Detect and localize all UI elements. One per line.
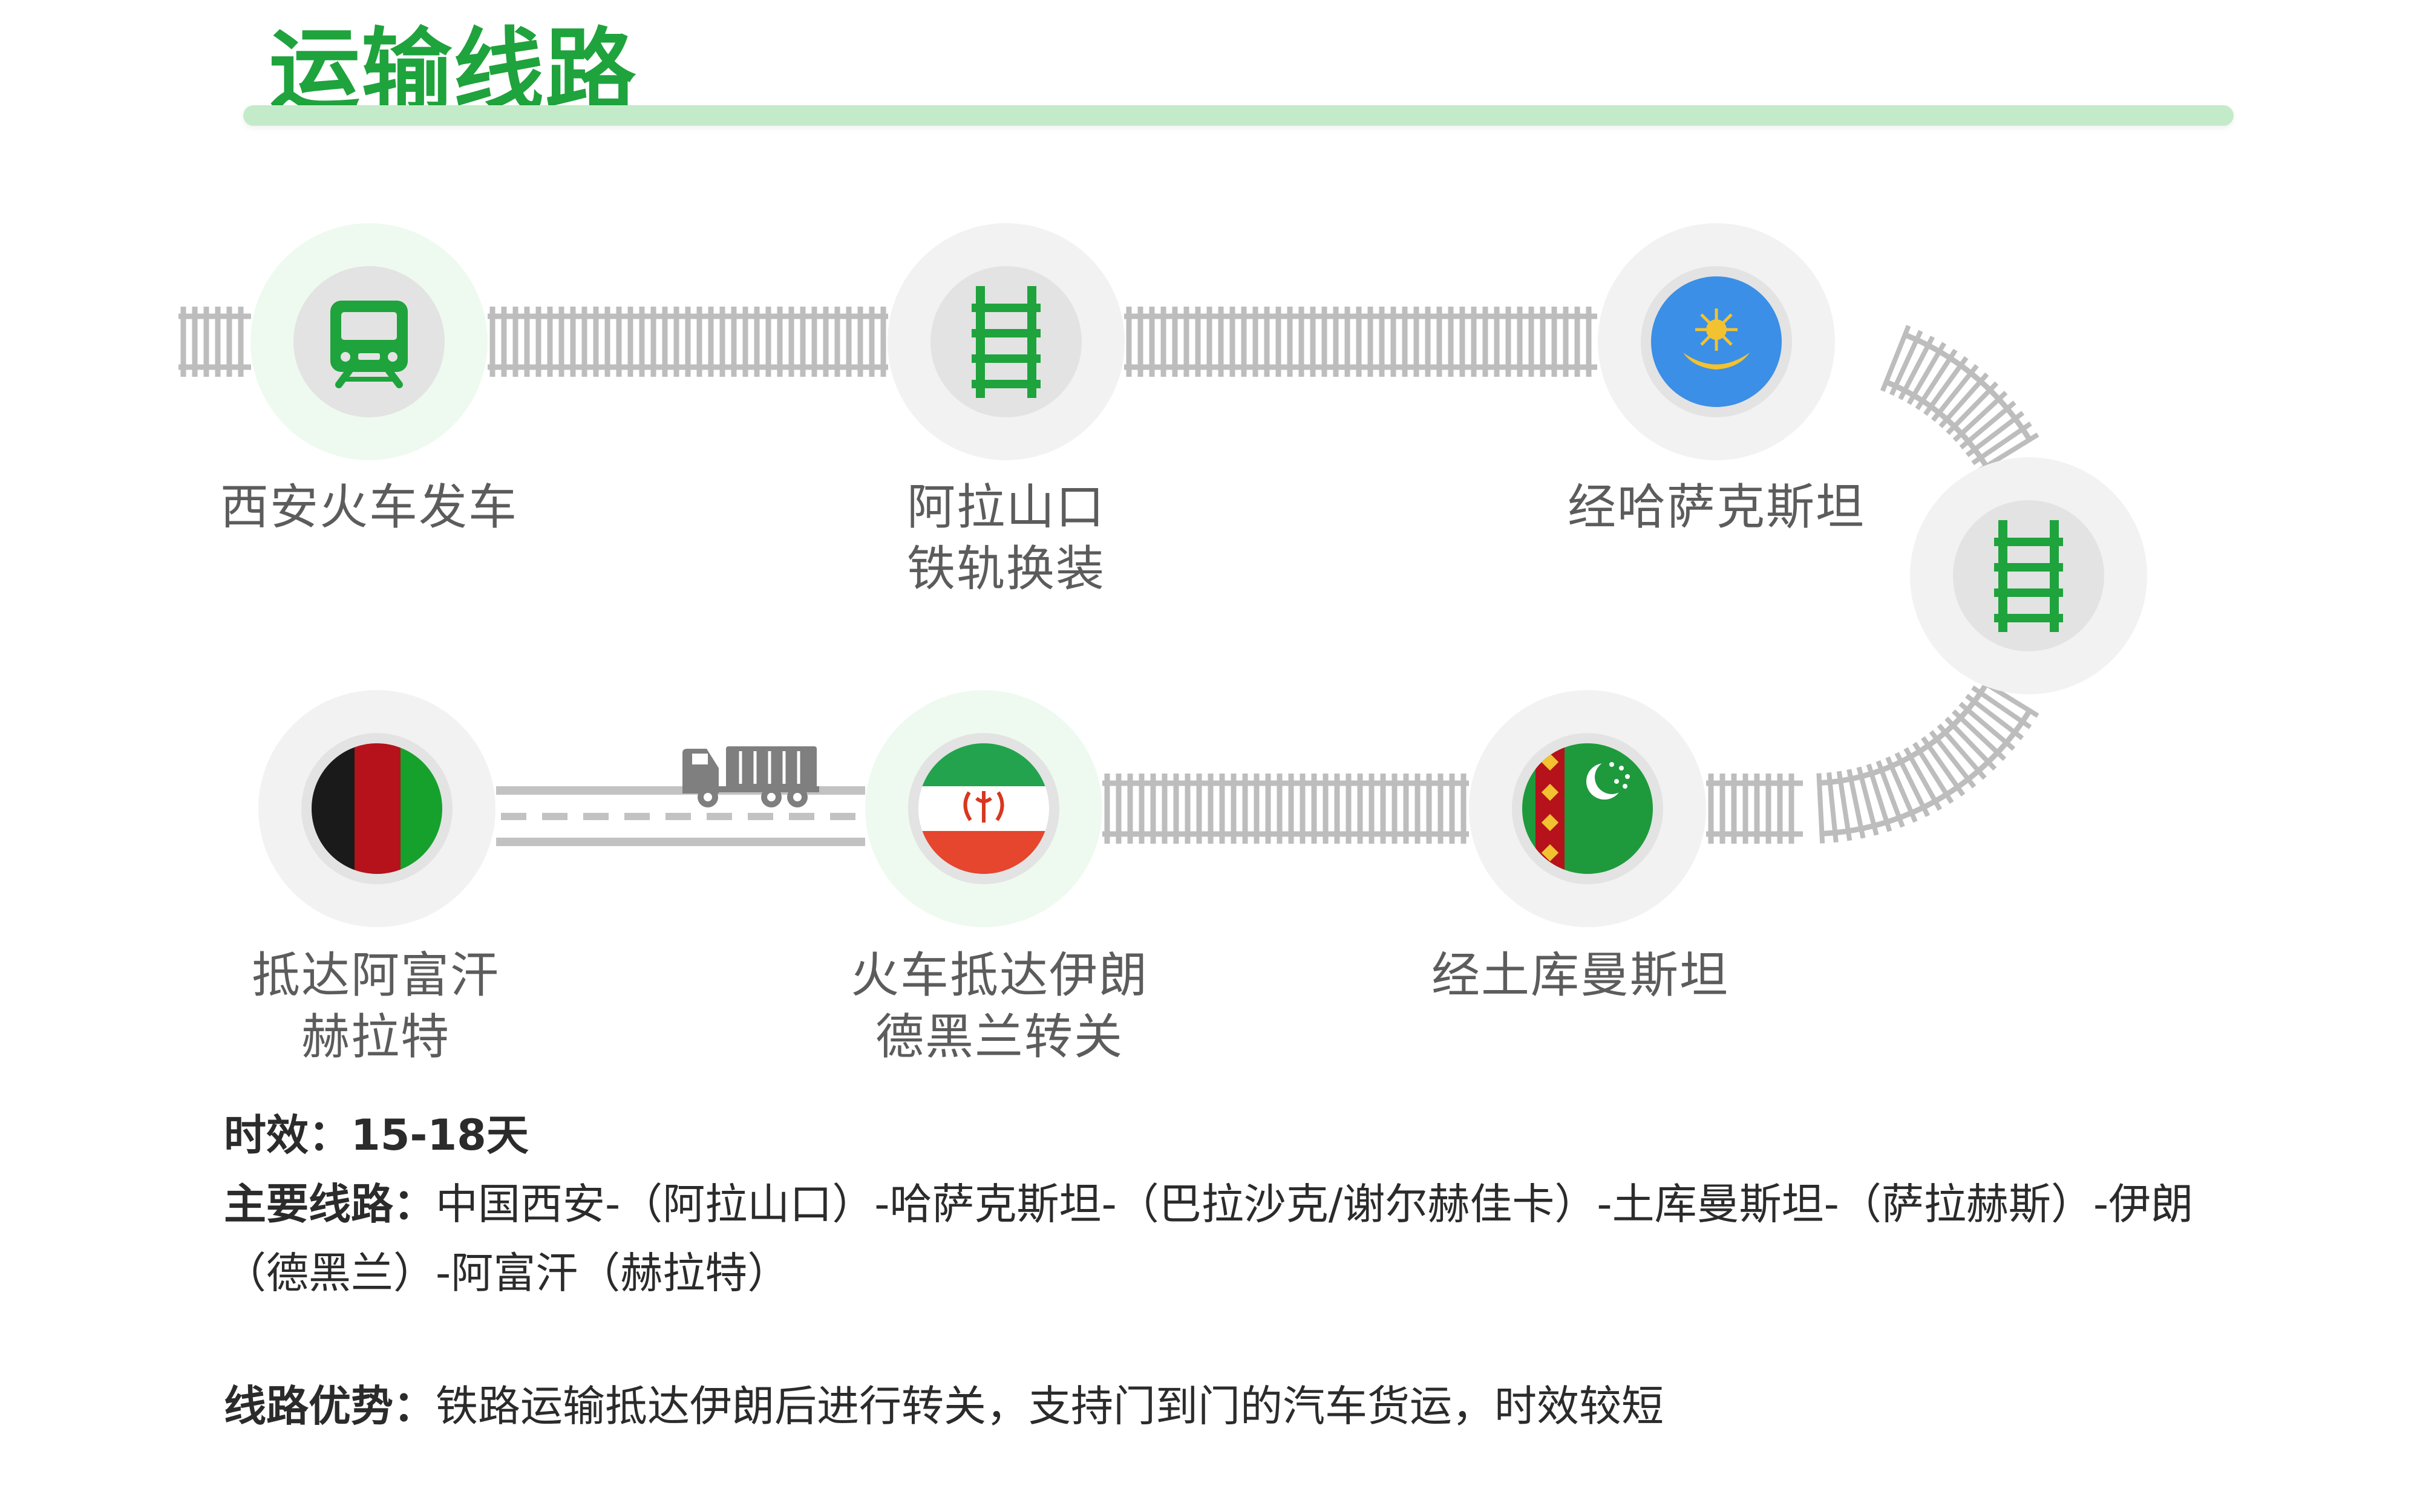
- rail-track-icon: [972, 286, 1041, 398]
- stop-node-turkmenistan: [1469, 690, 1706, 927]
- stop-node-iran: [865, 690, 1102, 927]
- stop-node-alashankou: [888, 223, 1125, 460]
- advantage-value: 铁路运输抵达伊朗后进行转关，支持门到门的汽车货运，时效较短: [436, 1381, 1664, 1431]
- stop-label-line: 铁轨换装: [907, 541, 1105, 597]
- stop-label-line: 经哈萨克斯坦: [1568, 479, 1865, 535]
- route-line: 主要线路：中国西安-（阿拉山口）-哈萨克斯坦-（巴拉沙克/谢尔赫佳卡）-土库曼斯…: [224, 1170, 2220, 1308]
- stop-node-afghanistan: [258, 690, 495, 927]
- afghanistan-flag-icon: [312, 743, 442, 874]
- train-icon: [330, 301, 408, 388]
- stop-label-line: 抵达阿富汗: [252, 947, 500, 1003]
- route-label: 主要线路：: [224, 1179, 436, 1229]
- stop-label-alashankou: 阿拉山口 铁轨换装: [758, 477, 1254, 600]
- stop-label-kazakhstan: 经哈萨克斯坦: [1468, 477, 1964, 538]
- stop-label-line: 德黑兰转关: [875, 1009, 1123, 1065]
- kazakhstan-flag-icon: [1651, 276, 1782, 407]
- timeliness-label: 时效：: [224, 1110, 351, 1160]
- stop-label-iran: 火车抵达伊朗 德黑兰转关: [751, 945, 1248, 1068]
- stop-label-afghanistan: 抵达阿富汗 赫拉特: [128, 945, 624, 1068]
- stop-node-transfer: [1910, 457, 2147, 694]
- timeliness-line: 时效：15-18天: [224, 1101, 2220, 1170]
- advantage-line: 线路优势：铁路运输抵达伊朗后进行转关，支持门到门的汽车货运，时效较短: [224, 1372, 2220, 1441]
- rail-track: [178, 307, 2039, 844]
- stop-label-line: 西安火车发车: [220, 479, 518, 535]
- turkmenistan-flag-icon: [1522, 743, 1653, 874]
- timeliness-value: 15-18天: [351, 1110, 529, 1160]
- stop-label-xian: 西安火车发车: [121, 477, 617, 538]
- road-segment: [496, 786, 865, 846]
- stop-label-line: 火车抵达伊朗: [851, 947, 1148, 1003]
- iran-flag-icon: [918, 743, 1049, 874]
- rail-track-icon: [1994, 520, 2063, 632]
- stop-node-kazakhstan: [1598, 223, 1835, 460]
- stop-label-line: 经土库曼斯坦: [1431, 947, 1729, 1003]
- stop-label-line: 赫拉特: [301, 1009, 450, 1065]
- title-underline: [243, 105, 2234, 126]
- route-value: 中国西安-（阿拉山口）-哈萨克斯坦-（巴拉沙克/谢尔赫佳卡）-土库曼斯坦-（萨拉…: [224, 1179, 2194, 1298]
- stop-node-xian: [250, 223, 488, 460]
- truck-icon: [682, 746, 819, 807]
- advantage-label: 线路优势：: [224, 1381, 436, 1431]
- stop-label-line: 阿拉山口: [907, 479, 1105, 535]
- stop-label-turkmenistan: 经土库曼斯坦: [1332, 945, 1828, 1006]
